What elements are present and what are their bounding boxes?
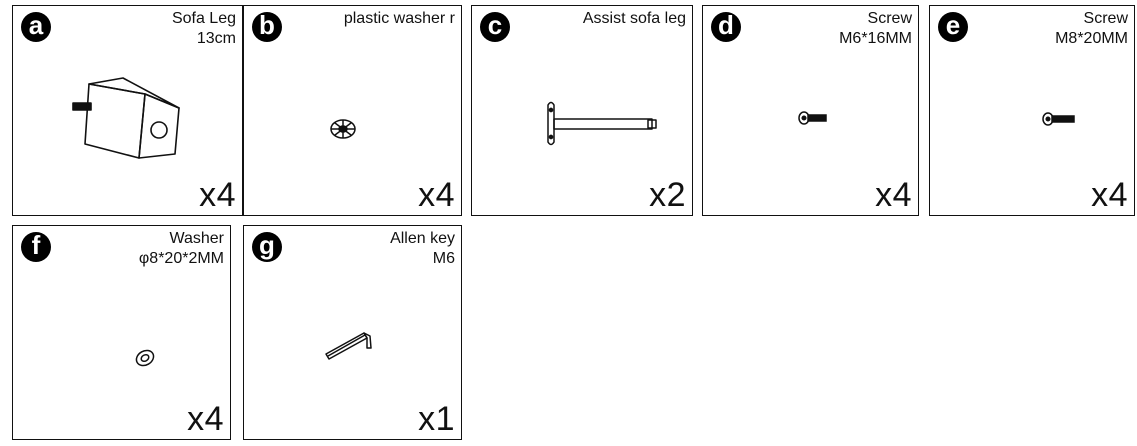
part-letter-badge: b xyxy=(252,12,282,42)
part-quantity: x4 xyxy=(1091,176,1128,214)
part-name: Sofa Leg xyxy=(171,10,236,27)
part-name: Washer xyxy=(169,230,224,247)
part-letter-badge: g xyxy=(252,232,282,262)
part-card-screw-m6: d Screw M6*16MM x4 xyxy=(702,5,919,216)
part-name: Screw xyxy=(867,10,912,27)
part-letter-badge: a xyxy=(21,12,51,42)
part-card-plastic-washer: b plastic washer r x4 xyxy=(243,5,462,216)
part-quantity: x4 xyxy=(418,176,455,214)
part-quantity: x1 xyxy=(418,400,455,438)
part-card-allen-key: g Allen key M6 x1 xyxy=(243,225,462,440)
part-spec: M6 xyxy=(432,250,455,267)
part-letter-badge: d xyxy=(711,12,741,42)
part-name: Assist sofa leg xyxy=(582,10,686,27)
part-quantity: x4 xyxy=(875,176,912,214)
part-spec: 13cm xyxy=(196,30,236,47)
screw-icon xyxy=(1042,112,1075,126)
part-letter-badge: e xyxy=(938,12,968,42)
part-name: Screw xyxy=(1083,10,1128,27)
part-spec: φ8*20*2MM xyxy=(138,250,224,267)
washer-icon xyxy=(135,349,155,367)
part-quantity: x4 xyxy=(187,400,224,438)
assist-sofa-leg-icon xyxy=(547,101,657,146)
part-quantity: x4 xyxy=(199,176,236,214)
part-card-screw-m8: e Screw M8*20MM x4 xyxy=(929,5,1135,216)
part-card-washer: f Washer φ8*20*2MM x4 xyxy=(12,225,231,440)
allen-key-icon xyxy=(325,332,372,360)
part-name: plastic washer r xyxy=(343,10,455,27)
part-letter-badge: f xyxy=(21,232,51,262)
part-spec: M6*16MM xyxy=(839,30,912,47)
sofa-leg-icon xyxy=(72,77,180,159)
part-name: Allen key xyxy=(390,230,455,247)
screw-icon xyxy=(798,111,827,125)
part-letter-badge: c xyxy=(480,12,510,42)
part-quantity: x2 xyxy=(649,176,686,214)
part-card-sofa-leg: a Sofa Leg 13cm x4 xyxy=(12,5,243,216)
part-spec: M8*20MM xyxy=(1055,30,1128,47)
part-card-assist-sofa-leg: c Assist sofa leg x2 xyxy=(471,5,693,216)
plastic-washer-icon xyxy=(330,119,356,139)
